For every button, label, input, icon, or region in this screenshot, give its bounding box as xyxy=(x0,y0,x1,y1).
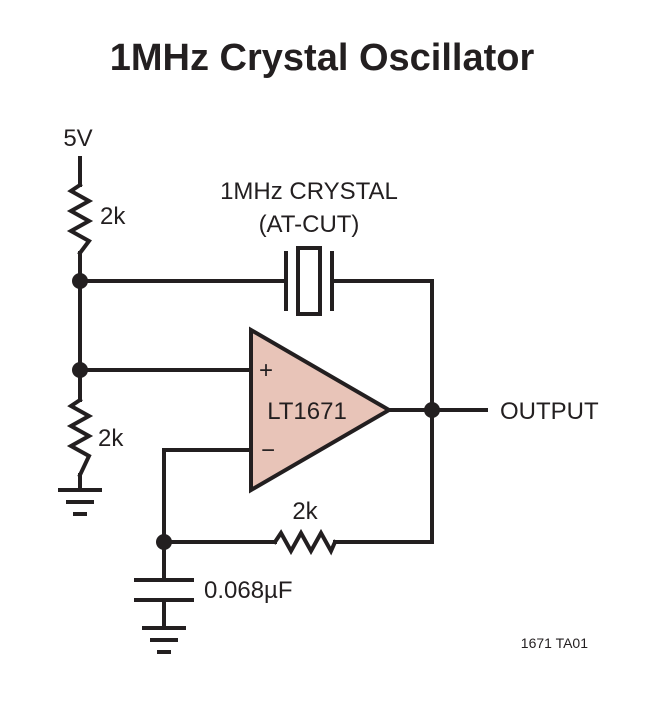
resistor-bottom xyxy=(66,397,94,478)
resistor-feedback-label: 2k xyxy=(292,498,318,525)
opamp-minus-sign: − xyxy=(261,437,275,464)
crystal-symbol xyxy=(284,246,334,316)
resistor-top xyxy=(66,182,94,256)
capacitor-label: 0.068µF xyxy=(204,577,293,604)
opamp-plus-sign: + xyxy=(259,357,273,384)
resistor-feedback xyxy=(272,528,338,556)
capacitor-symbol xyxy=(134,578,194,630)
minus-input-wire xyxy=(162,448,253,580)
resistor-top-label: 2k xyxy=(100,203,126,230)
opamp-comparator xyxy=(249,326,393,494)
ground-symbol-bottom xyxy=(142,626,186,654)
supply-label: 5V xyxy=(63,125,92,152)
output-label: OUTPUT xyxy=(500,398,599,425)
ground-symbol-left xyxy=(58,488,102,516)
crystal-label-line1: 1MHz CRYSTAL xyxy=(220,178,398,205)
figure-id: 1671 TA01 xyxy=(521,635,588,651)
opamp-part-label: LT1671 xyxy=(267,398,347,425)
crystal-label-line2: (AT-CUT) xyxy=(259,211,360,238)
resistor-bottom-label: 2k xyxy=(98,425,124,452)
diagram-title: 1MHz Crystal Oscillator xyxy=(110,37,535,79)
